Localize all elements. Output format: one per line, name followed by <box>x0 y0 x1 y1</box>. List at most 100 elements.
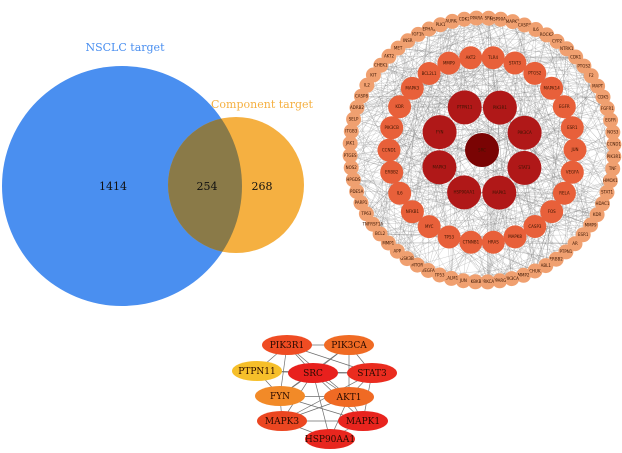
ppi-node-circle <box>417 215 441 239</box>
ppi-node-label: MMP2 <box>518 273 530 278</box>
ppi-node-label: MAPK14 <box>543 86 560 91</box>
ppi-node-label: MAPK8 <box>508 234 522 239</box>
ppi-nodes: SRCHSP90AA1MAPK1CASP3IL6ROCK2CYP2NTRK1CD… <box>342 10 622 290</box>
ppi-node-outer: JAK1 <box>342 135 358 151</box>
ppi-node-label: F2 <box>589 73 594 78</box>
ppi-node-circle <box>417 62 441 85</box>
ppi-node-label: MAPK3 <box>433 165 447 170</box>
ppi-node-outer: JUN <box>455 273 471 289</box>
ppi-edge <box>512 21 565 194</box>
ppi-node-label: HMOX1 <box>603 178 618 183</box>
ppi-edge <box>406 203 603 259</box>
ppi-node-middle: FOS <box>540 200 564 224</box>
venn-left-label: NSCLC target <box>85 41 165 54</box>
ppi-node-label: EGFR <box>605 118 616 123</box>
ppi-edge <box>397 192 608 252</box>
hub-node-src: SRC <box>288 363 338 383</box>
ppi-node-circle <box>480 274 496 290</box>
hub-node-label: PIK3R1 <box>270 341 305 351</box>
ppi-node-label: MMP1 <box>382 240 394 245</box>
ppi-edge <box>372 63 450 225</box>
ppi-node-circle <box>481 230 505 254</box>
hub-node-ellipse <box>347 363 397 383</box>
venn-left-only-count: 1414 <box>99 180 127 193</box>
ppi-node-label: CTNNB1 <box>463 240 480 245</box>
ppi-node-label: CHUK <box>529 268 541 273</box>
ppi-node-label: NTRK1 <box>560 46 574 51</box>
venn-left-circle <box>2 66 242 306</box>
ppi-node-outer: PPARG <box>492 273 508 289</box>
ppi-edge <box>350 57 494 144</box>
ppi-node-circle <box>493 11 509 27</box>
ppi-node-circle <box>504 271 520 287</box>
ppi-edge <box>499 192 603 204</box>
ppi-node-middle: MAPK14 <box>540 76 564 100</box>
ppi-node-label: JUN <box>459 278 467 283</box>
ppi-node-outer: MMP2 <box>516 267 531 283</box>
ppi-node-circle <box>456 11 472 27</box>
ppi-node-outer: FGFR1 <box>599 101 615 116</box>
ppi-node-circle <box>606 149 622 165</box>
ppi-node-outer: SELP <box>346 111 362 127</box>
ppi-edge <box>399 149 576 194</box>
ppi-edge <box>439 167 452 279</box>
ppi-node-outer: NOS2 <box>343 160 359 176</box>
ppi-node-label: TP53 <box>443 234 454 239</box>
ppi-edge <box>366 56 576 86</box>
ppi-edge <box>488 18 573 173</box>
ppi-node-label: CYP2 <box>552 39 563 44</box>
ppi-edge <box>463 106 565 193</box>
ppi-node-middle: PTGS2 <box>523 61 547 85</box>
ppi-edge <box>388 56 440 168</box>
ppi-node-circle <box>421 21 437 37</box>
ppi-node-circle <box>400 200 424 224</box>
ppi-node-outer: CDK2 <box>456 11 472 27</box>
ppi-node-circle <box>481 10 497 26</box>
ppi-edge <box>499 97 604 281</box>
ppi-node-circle <box>377 138 401 162</box>
ppi-node-outer: CHUK <box>527 263 543 279</box>
ppi-node-circle <box>343 160 359 176</box>
ppi-node-middle: STAT3 <box>503 51 527 75</box>
ppi-node-middle: ESR1 <box>560 116 584 140</box>
hub-node-hsp90aa1: HSP90AA1 <box>305 429 355 449</box>
ppi-node-circle <box>380 160 404 184</box>
ppi-node-label: AKT2 <box>466 55 476 60</box>
ppi-edge <box>546 34 565 107</box>
hub-node-label: MAPK1 <box>346 417 380 427</box>
ppi-node-label: KDR <box>395 104 404 109</box>
ppi-node-circle <box>516 17 532 33</box>
ppi-node-circle <box>527 263 543 279</box>
ppi-node-label: PDE5A <box>350 189 364 194</box>
ppi-node-outer: PARP1 <box>353 195 369 211</box>
ppi-node-circle <box>432 267 448 283</box>
ppi-node-circle <box>353 195 369 211</box>
ppi-node-circle <box>400 76 424 100</box>
ppi-node-label: PTPN1 <box>559 249 572 254</box>
ppi-edge <box>399 106 614 145</box>
ppi-node-middle: PIK3CB <box>380 116 404 140</box>
ppi-edge <box>353 119 488 283</box>
ppi-node-label: ESR1 <box>567 125 578 130</box>
ppi-node-circle <box>523 61 547 85</box>
ppi-node-label: PIK3R1 <box>607 154 622 159</box>
ppi-node-label: IL6 <box>533 27 539 32</box>
ppi-node-outer: ITGB3 <box>343 123 359 139</box>
ppi-node-circle <box>349 184 365 199</box>
ppi-node-outer: HMOX1 <box>602 173 618 189</box>
ppi-node-inner: FYN <box>422 115 457 150</box>
ppi-node-middle: AKT2 <box>459 46 483 70</box>
ppi-edge <box>500 19 525 133</box>
ppi-node-outer: CDK5 <box>595 89 611 105</box>
ppi-node-outer: MAPK1 <box>505 14 521 30</box>
ppi-node-circle <box>346 111 362 127</box>
ppi-node-label: VEGFA <box>566 170 579 175</box>
hub-node-ellipse <box>255 386 305 406</box>
ppi-edge <box>350 143 483 151</box>
ppi-node-circle <box>459 230 483 254</box>
ppi-node-label: BCL2 <box>375 231 386 236</box>
ppi-node-label: PTGES <box>344 153 357 158</box>
ppi-node-label: JAK1 <box>345 141 355 146</box>
ppi-node-circle <box>422 115 457 150</box>
ppi-node-label: CASP3 <box>528 224 541 229</box>
